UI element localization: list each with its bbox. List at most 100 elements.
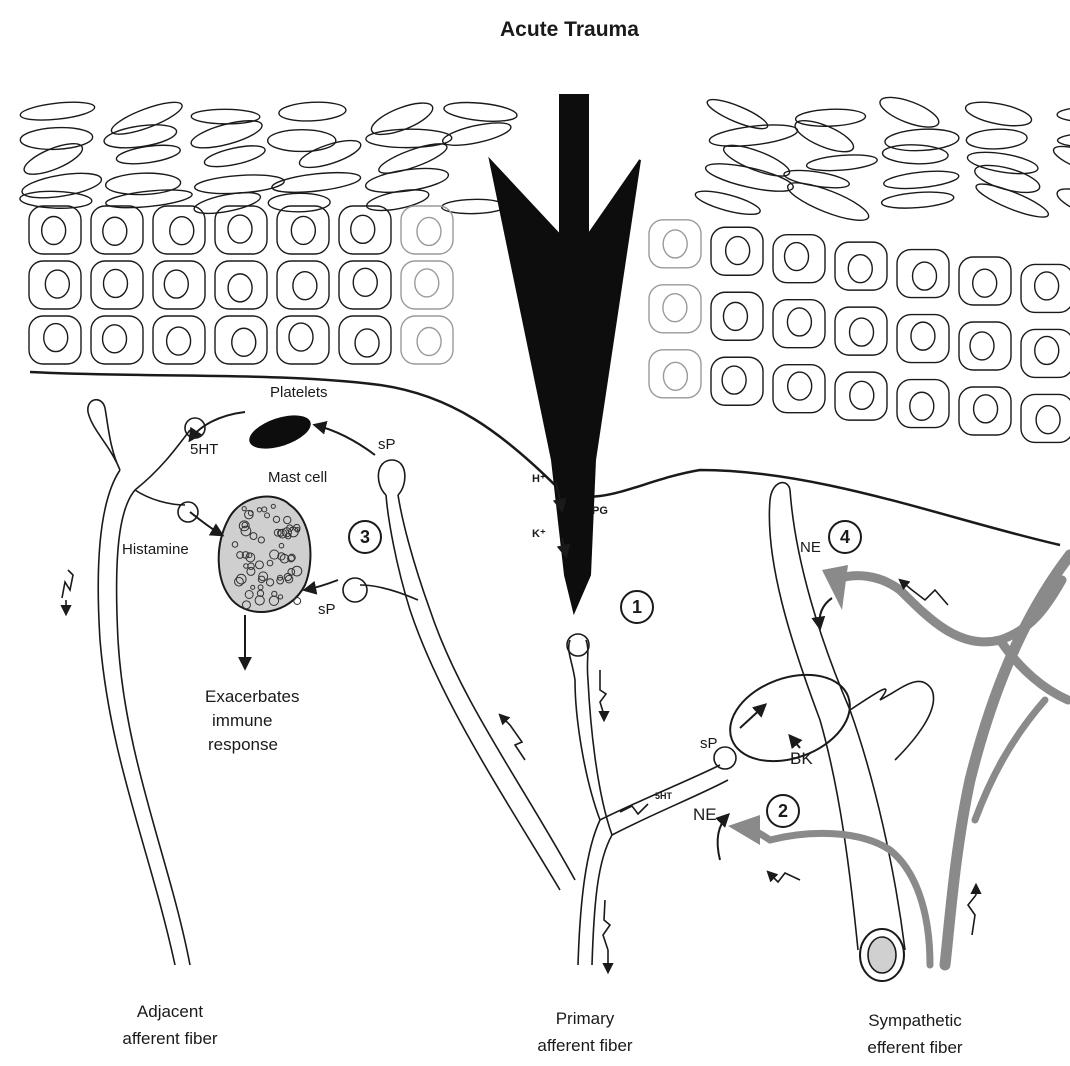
epidermis-cell bbox=[417, 217, 441, 245]
epidermis-cell bbox=[215, 206, 267, 254]
epidermis-cell bbox=[277, 206, 329, 254]
epidermis-cell bbox=[723, 302, 747, 330]
epidermis-cell bbox=[441, 118, 513, 150]
epidermis-cell bbox=[876, 91, 942, 133]
epidermis-cell bbox=[293, 272, 317, 300]
marker-4: 4 bbox=[828, 520, 862, 554]
epidermis-cell bbox=[785, 243, 809, 271]
marker-2: 2 bbox=[766, 794, 800, 828]
label-pg: PG bbox=[592, 505, 608, 517]
caption-sympathetic-1: Sympathetic bbox=[840, 1012, 990, 1031]
epidermis-cell bbox=[791, 114, 857, 158]
epidermis-cell bbox=[103, 325, 127, 353]
epidermis-cell bbox=[91, 206, 143, 254]
epidermis-cell bbox=[401, 206, 453, 254]
epidermis-cell bbox=[289, 323, 313, 351]
epidermis-cell bbox=[29, 261, 81, 309]
caption-sympathetic-2: efferent fiber bbox=[840, 1039, 990, 1058]
epidermis-cell bbox=[215, 316, 267, 364]
epidermis-cell bbox=[1021, 394, 1070, 442]
epidermis-cell bbox=[376, 138, 450, 179]
epidermis-cell bbox=[972, 160, 1042, 198]
epidermis-cell bbox=[795, 108, 866, 128]
epidermis-cell bbox=[368, 97, 437, 141]
label-sp-right: sP bbox=[700, 736, 718, 753]
epidermis-cell bbox=[339, 206, 391, 254]
epidermis-cell bbox=[722, 366, 746, 394]
epidermis-cell bbox=[773, 300, 825, 348]
collateral-afferent-fiber bbox=[343, 460, 575, 890]
epidermis-cell bbox=[663, 362, 687, 390]
epidermis-cell bbox=[105, 187, 193, 211]
epidermis-cell bbox=[268, 130, 336, 152]
epidermis-cell bbox=[726, 237, 750, 265]
epidermis-cell bbox=[278, 101, 346, 123]
epidermis-cell bbox=[966, 128, 1027, 150]
diagram-title: Acute Trauma bbox=[500, 18, 639, 41]
epidermis-cell bbox=[913, 262, 937, 290]
platelet bbox=[245, 409, 315, 455]
epidermis-cell bbox=[806, 153, 878, 173]
caption-adjacent-1: Adjacent bbox=[110, 1003, 230, 1022]
label-exacerbates-1: Exacerbates bbox=[205, 688, 300, 707]
epidermis-cell bbox=[153, 261, 205, 309]
epidermis-cell bbox=[228, 215, 252, 243]
epidermis-cell bbox=[663, 294, 687, 322]
epidermis-cell bbox=[693, 186, 762, 219]
epidermis-cell bbox=[835, 307, 887, 355]
caption-primary-2: afferent fiber bbox=[510, 1037, 660, 1056]
epidermis-cell bbox=[108, 96, 185, 140]
label-sp-lower: sP bbox=[318, 602, 336, 619]
epidermis-cell bbox=[401, 261, 453, 309]
granule bbox=[294, 598, 301, 605]
epidermis-cell bbox=[773, 235, 825, 283]
epidermis-cell bbox=[164, 270, 188, 298]
epidermis-cell bbox=[103, 217, 127, 245]
label-platelets: Platelets bbox=[270, 385, 328, 402]
action-potentials bbox=[62, 570, 976, 972]
epidermis-cell bbox=[884, 127, 959, 152]
epidermis-cell bbox=[1035, 272, 1059, 300]
epidermis-cell bbox=[1057, 107, 1070, 122]
epidermis-cell bbox=[1035, 336, 1059, 364]
epidermis-cell bbox=[959, 322, 1011, 370]
mast-cell bbox=[219, 497, 311, 612]
adjacent-afferent-fiber bbox=[88, 400, 205, 965]
epidermis-cell bbox=[153, 206, 205, 254]
marker-3: 3 bbox=[348, 520, 382, 554]
epidermis-cell bbox=[663, 230, 687, 258]
epidermis-cell bbox=[882, 144, 948, 165]
epidermis-cell bbox=[711, 357, 763, 405]
epidermis-cell bbox=[443, 100, 518, 125]
epidermis-cell bbox=[970, 332, 994, 360]
label-k-plus: K⁺ bbox=[532, 528, 546, 540]
epidermis-cell bbox=[973, 269, 997, 297]
epidermis-cell bbox=[881, 190, 954, 211]
label-exacerbates-2: immune bbox=[212, 712, 272, 731]
epidermis-cell bbox=[170, 217, 194, 245]
epidermis-cell bbox=[711, 292, 763, 340]
epidermis-cell bbox=[911, 322, 935, 350]
caption-adjacent-2: afferent fiber bbox=[95, 1030, 245, 1049]
epidermis-cell bbox=[850, 381, 874, 409]
label-h-plus: H⁺ bbox=[532, 473, 546, 485]
label-5ht-small: 5HT bbox=[655, 792, 672, 802]
epidermis-cell bbox=[704, 158, 796, 197]
primary-afferent-fiber-shape bbox=[567, 634, 736, 965]
epidermis-cell bbox=[29, 206, 81, 254]
epidermis-cell bbox=[91, 316, 143, 364]
epidermis-cell bbox=[366, 129, 452, 148]
epidermis-cell bbox=[720, 139, 792, 182]
epidermis-cell bbox=[191, 109, 260, 124]
epidermis-cell bbox=[1058, 133, 1070, 149]
epidermis-cell bbox=[365, 186, 430, 215]
epidermis-cell bbox=[649, 220, 701, 268]
epidermis-cell bbox=[103, 269, 127, 297]
epidermis-cell bbox=[297, 135, 364, 173]
epidermis-cell bbox=[91, 261, 143, 309]
epidermis-cell bbox=[883, 168, 960, 191]
caption-primary-1: Primary bbox=[525, 1010, 645, 1029]
epidermis-cell bbox=[966, 148, 1039, 177]
epidermis-cell bbox=[910, 392, 934, 420]
